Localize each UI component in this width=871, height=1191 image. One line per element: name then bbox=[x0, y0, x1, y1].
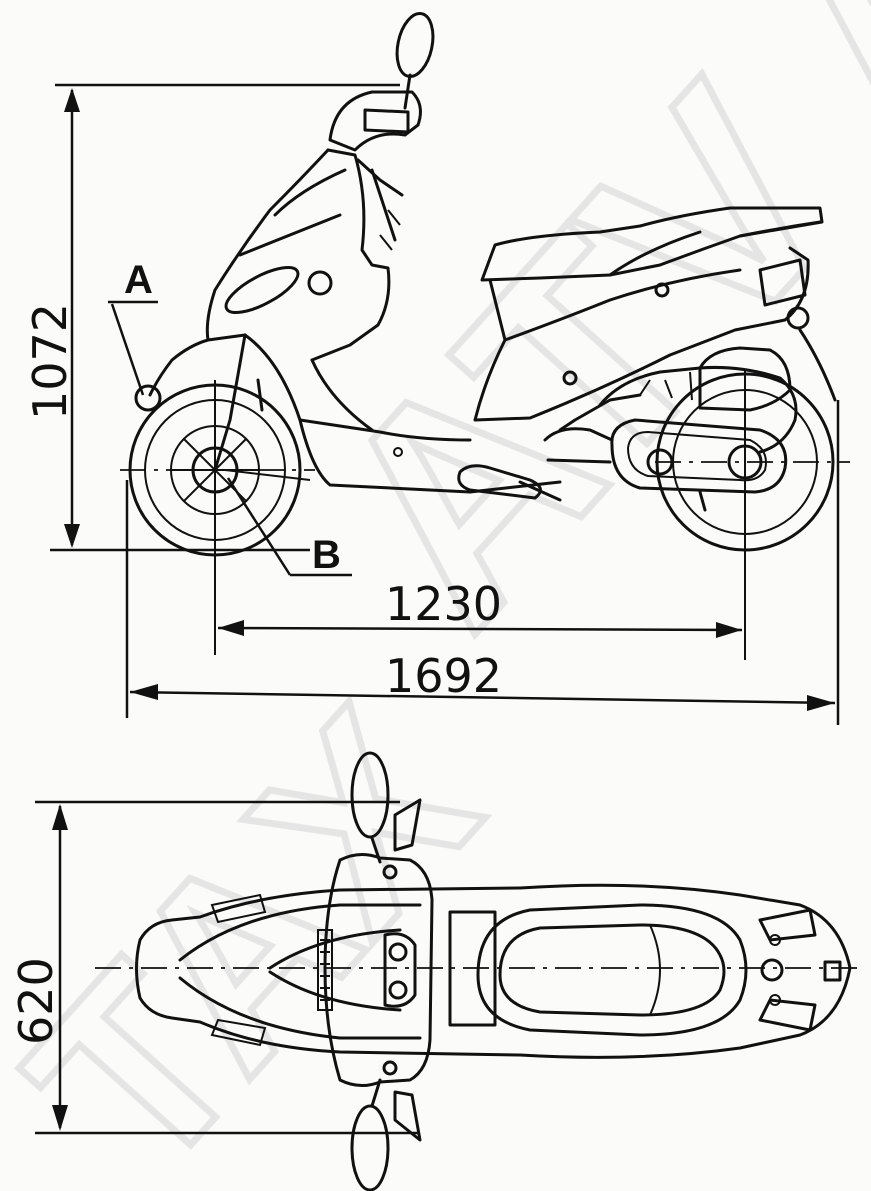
side-view: A B 1072 1230 1692 bbox=[23, 12, 850, 725]
top-seat bbox=[448, 903, 748, 1037]
engine-unit bbox=[457, 346, 798, 512]
callout-b: B bbox=[226, 477, 352, 577]
scooter-body bbox=[134, 148, 562, 494]
top-tail bbox=[758, 908, 842, 1032]
front-fork bbox=[185, 333, 311, 481]
dimension-width: 620 bbox=[9, 800, 420, 1135]
dimension-wheelbase-value: 1230 bbox=[385, 577, 502, 631]
callout-a: A bbox=[108, 258, 158, 396]
dimension-length: 1692 bbox=[125, 400, 840, 725]
callout-a-label: A bbox=[124, 258, 153, 302]
dimension-height-value: 1072 bbox=[23, 303, 77, 420]
callout-b-label: B bbox=[312, 533, 341, 577]
watermark-text-main: ATV AUTO bbox=[268, 0, 871, 683]
handlebar-assembly bbox=[328, 12, 435, 251]
dimension-wheelbase: 1230 bbox=[217, 577, 743, 638]
top-view: 620 bbox=[9, 751, 860, 1191]
dimension-length-value: 1692 bbox=[385, 649, 502, 703]
dimension-height: 1072 bbox=[23, 83, 400, 552]
top-body-outline bbox=[135, 883, 852, 1059]
seat-and-rear-body bbox=[473, 206, 837, 422]
dimension-width-value: 620 bbox=[9, 957, 63, 1045]
